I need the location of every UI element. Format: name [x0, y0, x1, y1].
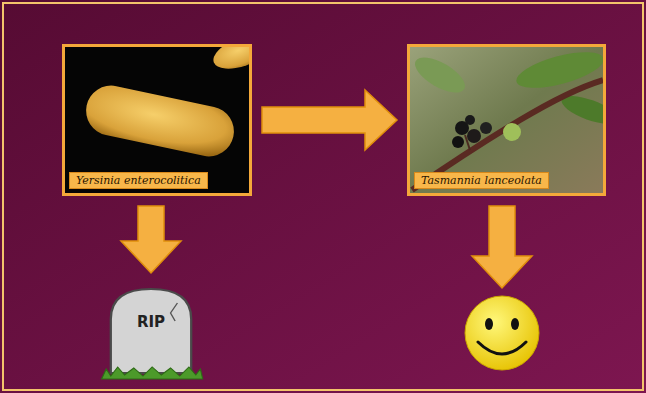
smiley-face	[465, 296, 539, 370]
tombstone: RIP	[97, 283, 205, 382]
image-caption: Yersinia enterocolitica	[69, 172, 208, 189]
tombstone-text: RIP	[97, 313, 205, 331]
down-arrow	[472, 206, 532, 288]
bacterium-image	[65, 47, 249, 193]
plant-image	[410, 47, 603, 193]
image-box: Yersinia enterocolitica	[62, 44, 252, 196]
block-arrow	[262, 90, 397, 150]
image-caption: Tasmannia lanceolata	[414, 172, 549, 189]
frame-border	[3, 3, 643, 390]
tombstone-shape	[97, 283, 205, 382]
block-arrow	[121, 206, 181, 273]
image-box: Tasmannia lanceolata	[407, 44, 606, 196]
